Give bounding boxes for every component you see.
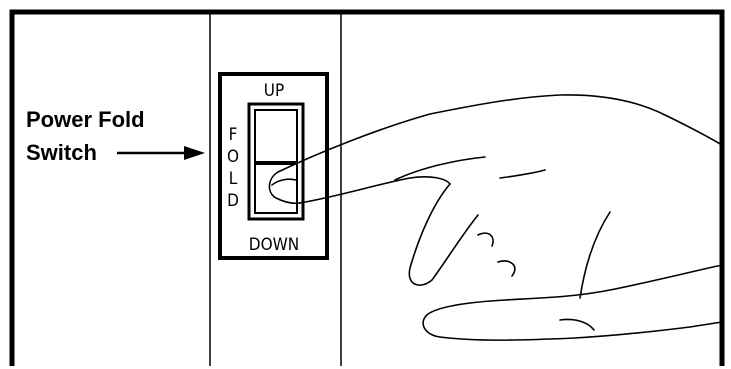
pointing-hand-icon: [268, 94, 723, 341]
arrow-right-icon: [117, 146, 205, 160]
rocker-lower-half: [254, 163, 298, 214]
switch-side-letter-f: F: [229, 125, 238, 145]
callout-label-line1: Power Fold: [26, 107, 145, 132]
switch-side-letter-d: D: [227, 191, 239, 211]
outer-frame: [9, 9, 725, 366]
callout-label-line2: Switch: [26, 140, 97, 165]
rocker-switch[interactable]: [254, 109, 298, 214]
switch-up-label: UP: [264, 81, 284, 101]
switch-side-label: F O L D: [227, 125, 239, 211]
switch-down-label: DOWN: [249, 235, 299, 255]
switch-side-letter-o: O: [227, 147, 239, 167]
rocker-upper-half: [254, 109, 298, 163]
switch-side-letter-l: L: [229, 169, 238, 189]
